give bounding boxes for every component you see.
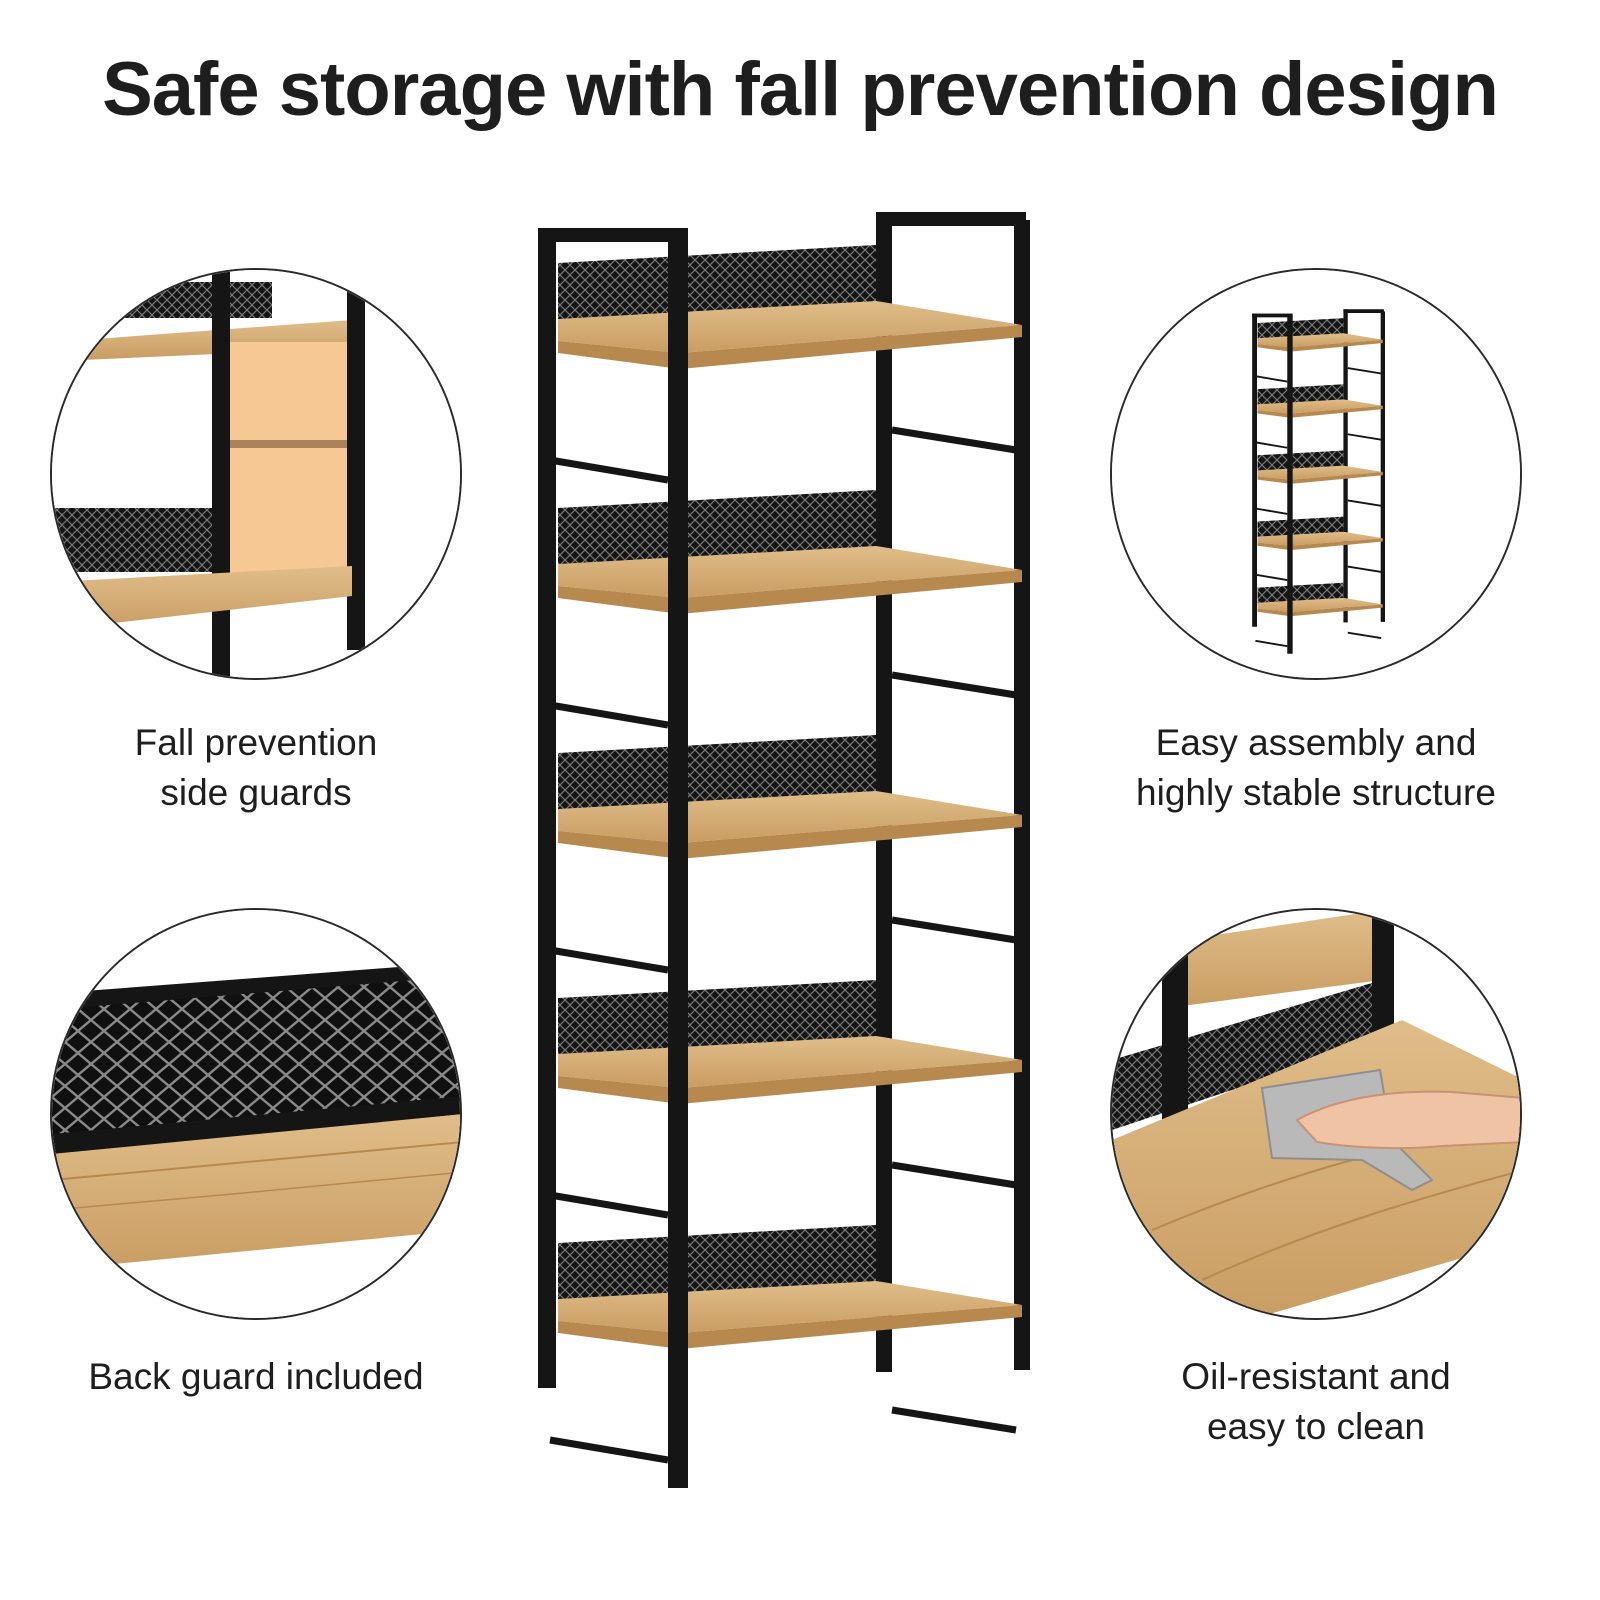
caption-line: easy to clean <box>1206 1406 1426 1447</box>
caption-line: side guards <box>160 772 352 813</box>
caption-line: Fall prevention <box>134 722 378 763</box>
caption-assembly: Easy assembly and highly stable structur… <box>1090 718 1542 818</box>
caption-line: highly stable structure <box>1136 772 1496 813</box>
easy-clean-closeup-image <box>1110 908 1522 1320</box>
caption-line: Oil-resistant and <box>1181 1356 1451 1397</box>
bookshelf-main-image <box>538 212 1030 1488</box>
caption-line: Back guard included <box>88 1356 424 1397</box>
assembly-structure-image <box>1110 268 1522 680</box>
page-title: Safe storage with fall prevention design <box>102 47 1499 132</box>
caption-back-guard: Back guard included <box>40 1352 472 1402</box>
caption-line: Easy assembly and <box>1155 722 1477 763</box>
side-guards-closeup-image <box>50 268 462 680</box>
caption-side-guards: Fall prevention side guards <box>50 718 462 818</box>
back-guard-closeup-image <box>50 908 462 1320</box>
caption-easy-clean: Oil-resistant and easy to clean <box>1110 1352 1522 1452</box>
